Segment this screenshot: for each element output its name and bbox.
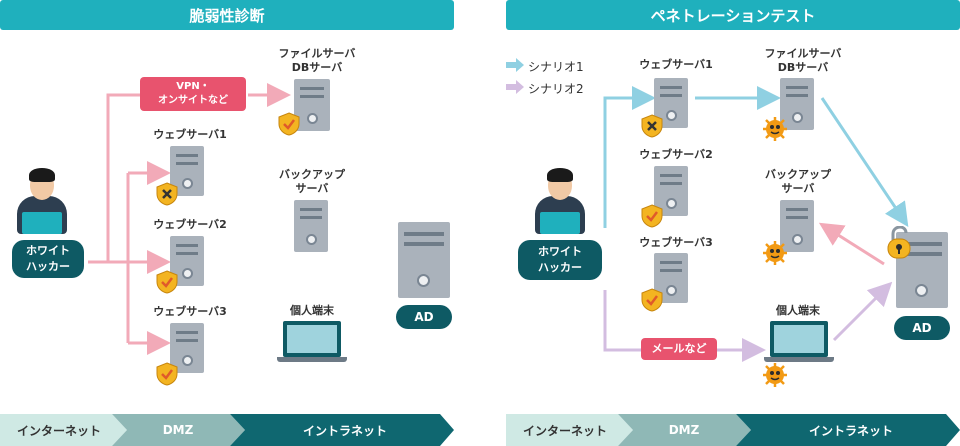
right-backup-label: バックアップ サーバ	[765, 168, 831, 195]
left-zone-dmz: DMZ	[162, 423, 194, 437]
right-file-server	[780, 78, 814, 130]
right-pc-label: 個人端末	[776, 304, 820, 317]
right-file-server-label: ファイルサーバ DBサーバ	[764, 47, 842, 74]
s2-pc-to-ad	[832, 281, 893, 342]
left-zone-intranet: イントラネット	[302, 423, 387, 438]
legend-scenario2: シナリオ2	[528, 82, 584, 96]
left-web3-label: ウェブサーバ3	[153, 305, 227, 318]
left-backup-label: バックアップ サーバ	[279, 168, 345, 195]
mail-label: メールなど	[641, 338, 717, 360]
shield-cross-icon	[156, 182, 178, 206]
shield-check-icon	[278, 112, 300, 136]
right-zone-intranet: イントラネット	[808, 423, 893, 438]
left-ad-server	[398, 222, 450, 298]
right-zone-internet: インターネット	[522, 423, 607, 438]
shield-check-icon	[156, 270, 178, 294]
left-hacker-label: ホワイト ハッカー	[12, 240, 84, 278]
virus-icon	[763, 241, 787, 265]
right-backup-server	[780, 200, 814, 252]
right-hacker-label: ホワイト ハッカー	[518, 240, 602, 280]
right-web2-label: ウェブサーバ2	[639, 148, 713, 161]
virus-icon	[763, 363, 787, 387]
unlocked-padlock-icon	[887, 226, 911, 259]
left-pc-label: 個人端末	[290, 304, 334, 317]
left-title: 脆弱性診断	[0, 0, 454, 30]
right-web3-label: ウェブサーバ3	[639, 236, 713, 249]
left-web1-label: ウェブサーバ1	[153, 128, 227, 141]
vpn-label: VPN・ オンサイトなど	[140, 77, 246, 111]
right-web1-label: ウェブサーバ1	[639, 58, 713, 71]
right-ad-label: AD	[894, 316, 950, 340]
virus-icon	[763, 117, 787, 141]
right-web3-server	[654, 253, 688, 303]
right-title: ペネトレーションテスト	[506, 0, 960, 30]
shield-check-icon	[641, 204, 663, 228]
left-web2-label: ウェブサーバ2	[153, 218, 227, 231]
scenario2-arrow-icon	[506, 80, 524, 94]
s1-hacker-to-web1	[603, 86, 656, 228]
left-file-server-label: ファイルサーバ DBサーバ	[278, 47, 356, 74]
left-file-server	[294, 79, 330, 131]
right-zone-dmz: DMZ	[668, 423, 700, 437]
scenario1-arrow-icon	[506, 58, 524, 72]
shield-check-icon	[641, 288, 663, 312]
left-zone-bar	[0, 414, 454, 446]
s1-file-to-ad	[820, 97, 909, 227]
left-zone-internet: インターネット	[16, 423, 101, 438]
right-web2-server	[654, 166, 688, 216]
shield-check-icon	[156, 362, 178, 386]
shield-cross-icon	[641, 114, 663, 138]
left-web3-server	[170, 323, 204, 373]
right-zone-bar	[506, 414, 960, 446]
legend-scenario1: シナリオ1	[528, 60, 584, 74]
left-ad-label: AD	[396, 305, 452, 329]
ad-to-backup	[818, 222, 885, 266]
link-hacker-trunk	[88, 93, 140, 264]
left-backup-server	[294, 200, 328, 252]
